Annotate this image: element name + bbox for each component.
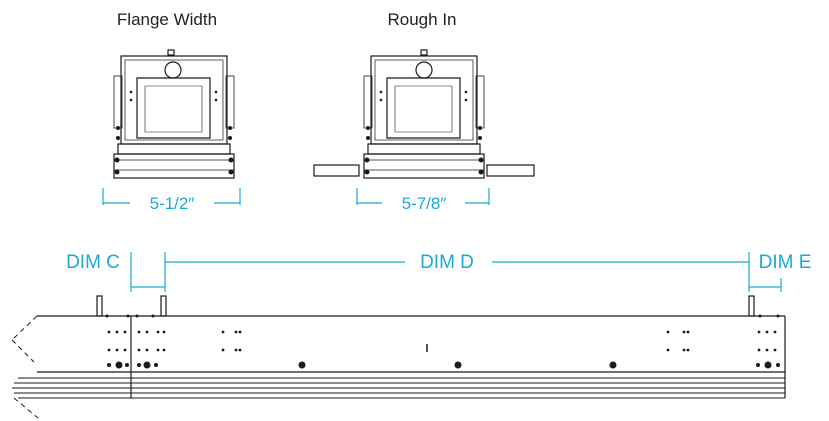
fixture-body [12,295,786,399]
flange-width-value: 5-1/2″ [150,194,195,213]
dim-e-label: DIM E [759,252,812,273]
rough-in-title: Rough In [388,10,457,29]
flange-width-title: Flange Width [117,10,217,29]
housing-flange-screws [114,90,234,175]
housing-flange-view [113,49,235,179]
dim-c-label: DIM C [66,252,120,273]
fixture-mounting-dots [105,314,780,369]
flange-width-dimension [102,188,241,205]
dim-lines [130,252,782,292]
fixture-break-lines [11,315,39,419]
rough-in-value: 5-7/8″ [402,194,447,213]
dim-d-label: DIM D [420,252,474,273]
rough-in-dimension [356,188,490,205]
housing-rough-in-screws [364,90,484,175]
housing-rough-in-view [313,49,535,179]
